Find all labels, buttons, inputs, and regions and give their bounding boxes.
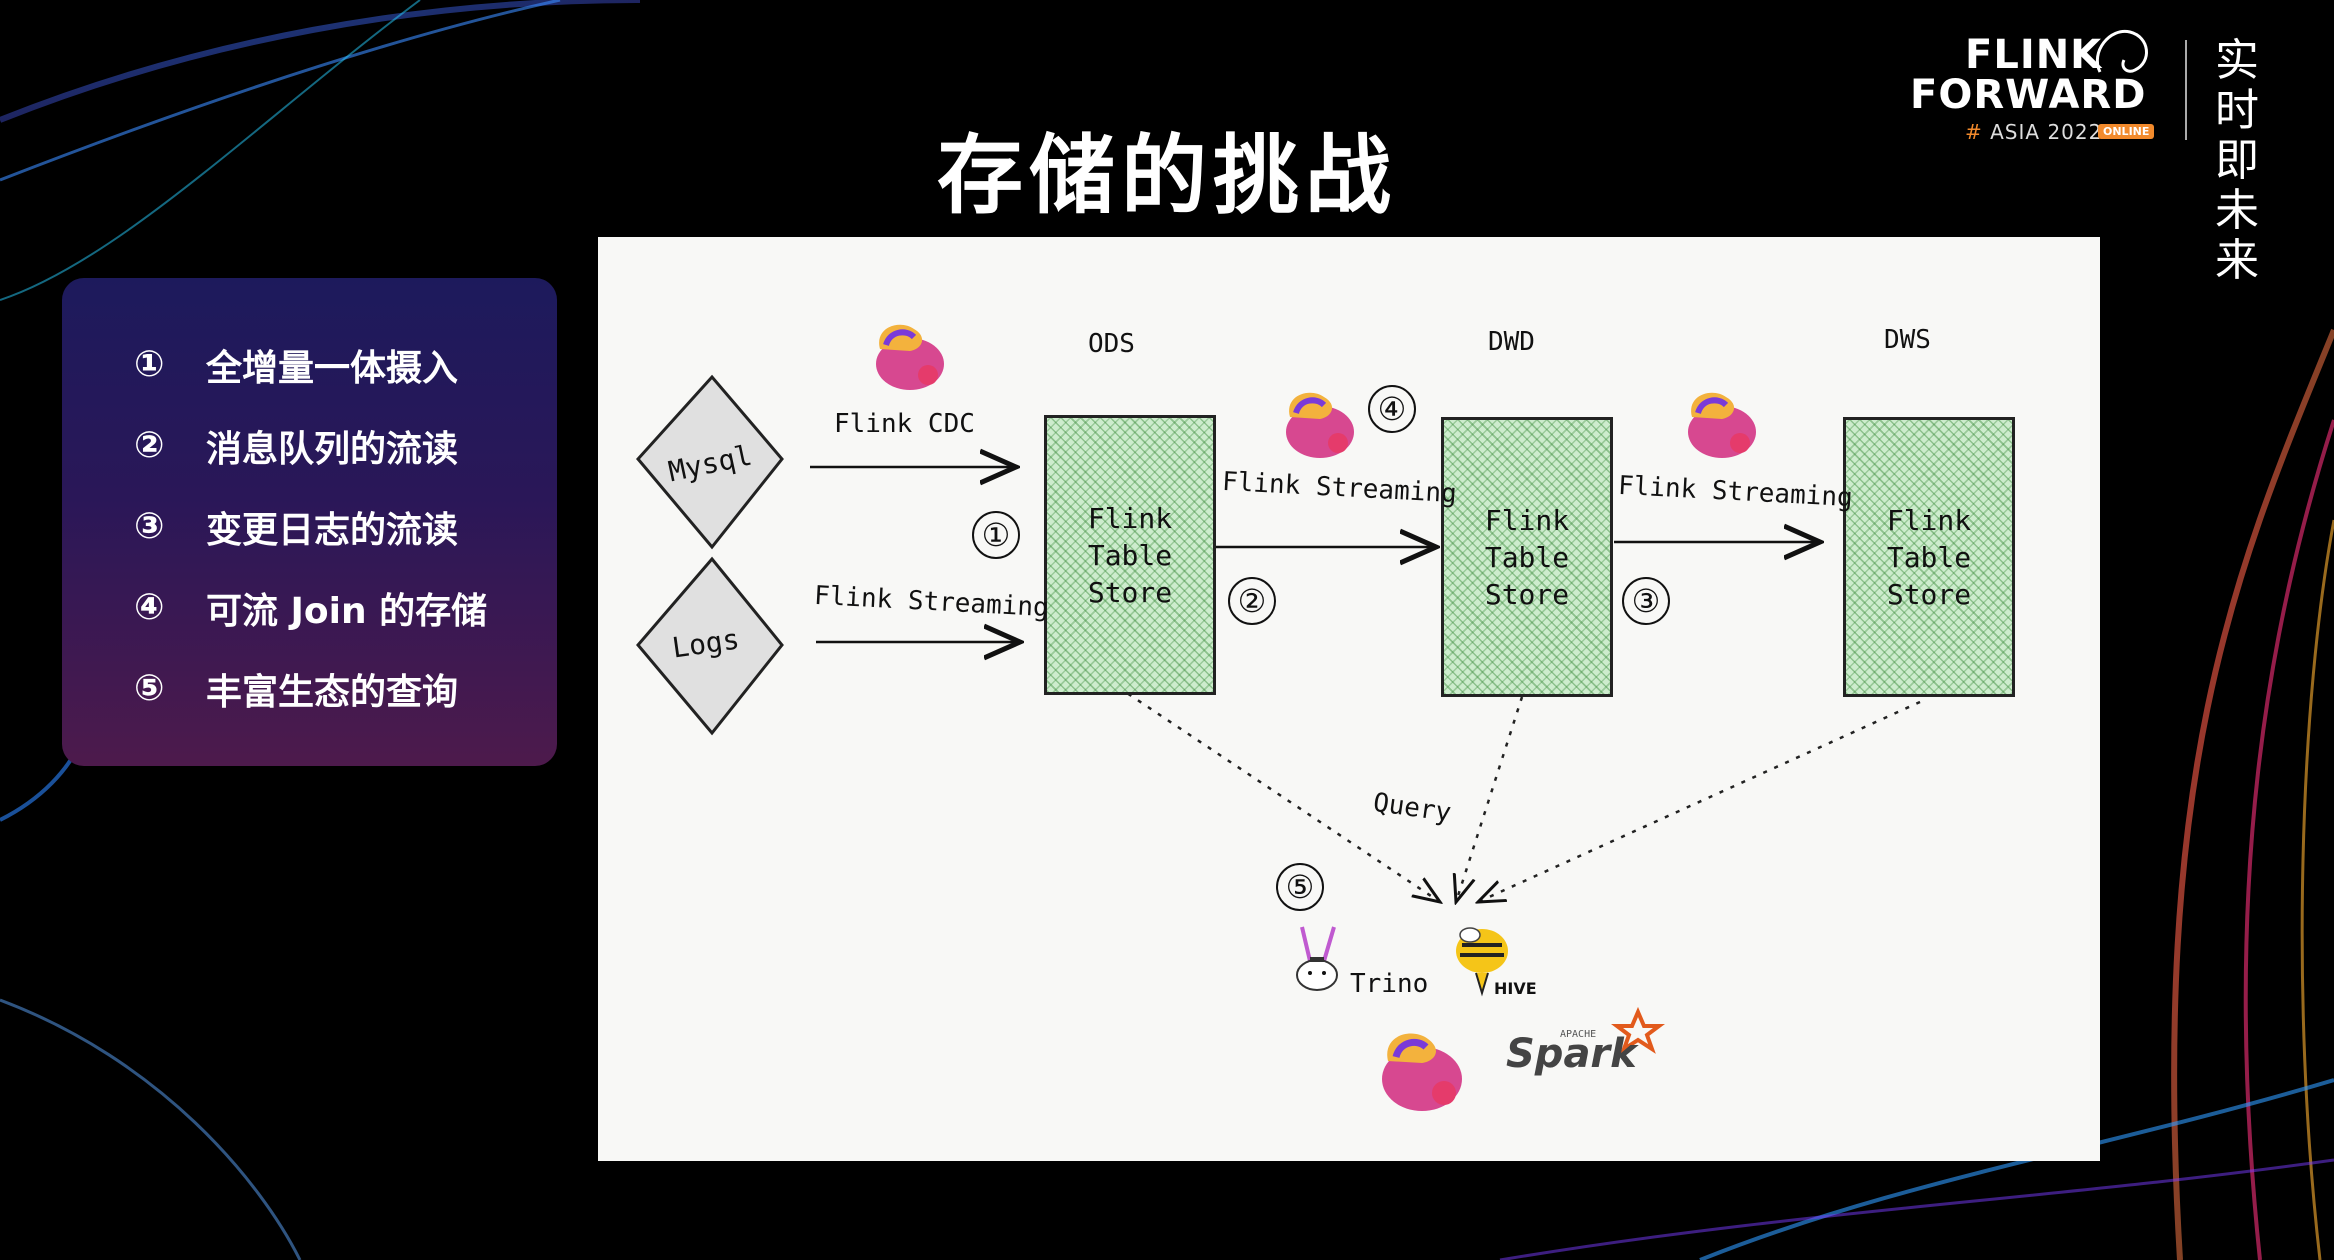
spark-star-icon	[1611, 1006, 1665, 1054]
spark-label: Spark	[1506, 1031, 1637, 1077]
ods-table-store: Flink Table Store	[1044, 415, 1216, 695]
marker-2: ②	[1228, 577, 1276, 625]
marker-4: ④	[1368, 385, 1416, 433]
flink-squirrel-icon	[1286, 392, 1354, 458]
item-label: 变更日志的流读	[206, 509, 459, 551]
item-number: ③	[134, 506, 165, 547]
diagram-lines	[636, 324, 1921, 1111]
edge-label-cdc: Flink CDC	[834, 409, 975, 439]
flink-squirrel-icon	[1382, 1033, 1462, 1111]
ods-query-arrow	[1117, 685, 1440, 902]
logo-event-text: ASIA 2022	[1990, 120, 2103, 144]
item-number: ④	[134, 587, 165, 628]
list-item: ⑤ 丰富生态的查询	[134, 648, 487, 729]
store-line: Table	[1484, 540, 1570, 574]
marker-3: ③	[1622, 577, 1670, 625]
dws-table-store: Flink Table Store	[1843, 417, 2015, 697]
store-line: Store	[1087, 575, 1173, 609]
hive-label: HIVE	[1494, 979, 1537, 998]
trino-label: Trino	[1350, 969, 1429, 999]
dwd-query-arrow	[1456, 696, 1524, 902]
flink-squirrel-icon	[876, 324, 944, 390]
list-item: ④ 可流 Join 的存储	[134, 567, 487, 648]
spark-apache-label: APACHE	[1560, 1029, 1597, 1040]
item-label: 丰富生态的查询	[206, 671, 459, 713]
store-line: Flink	[1484, 503, 1570, 537]
logo-line1: FLINK	[1965, 32, 2103, 78]
item-number: ②	[134, 425, 165, 466]
item-label: 消息队列的流读	[206, 428, 459, 470]
item-number: ①	[134, 344, 165, 385]
store-line: Flink	[1886, 503, 1972, 537]
list-item: ② 消息队列的流读	[134, 405, 487, 486]
item-label: 可流 Join 的存储	[206, 590, 488, 632]
store-line: Table	[1087, 538, 1173, 572]
logo-hash: #	[1965, 120, 1983, 144]
mysql-diamond	[636, 374, 784, 550]
store-line: Table	[1886, 540, 1972, 574]
item-number: ⑤	[134, 668, 165, 709]
store-line: Flink	[1087, 501, 1173, 535]
layer-header-dwd: DWD	[1488, 327, 1535, 357]
list-item: ③ 变更日志的流读	[134, 486, 487, 567]
trino-bunny-icon	[1296, 926, 1338, 991]
store-line: Store	[1484, 577, 1570, 611]
logo-slogan: 实时即未来	[2215, 35, 2260, 286]
slide-title: 存储的挑战	[937, 126, 1397, 226]
flink-forward-logo: FLINK FORWARD # ASIA 2022 ONLINE 实时即未来	[1910, 22, 2259, 286]
marker-1: ①	[972, 511, 1020, 559]
store-line: Store	[1886, 577, 1972, 611]
logo-divider	[2185, 40, 2187, 140]
architecture-diagram: Mysql Logs ODS DWD DWS Flink Table Store…	[598, 237, 2100, 1161]
list-item: ① 全增量一体摄入	[134, 324, 487, 405]
dwd-table-store: Flink Table Store	[1441, 417, 1613, 697]
logo-line2: FORWARD	[1910, 72, 2147, 118]
logo-event: # ASIA 2022	[1965, 120, 2102, 144]
item-label: 全增量一体摄入	[206, 347, 459, 389]
online-badge: ONLINE	[2098, 124, 2155, 139]
flink-squirrel-icon	[1688, 392, 1756, 458]
layer-header-dws: DWS	[1884, 325, 1931, 355]
squirrel-logo-icon	[2095, 29, 2148, 73]
logs-diamond	[636, 556, 784, 736]
dws-query-arrow	[1478, 700, 1921, 902]
layer-header-ods: ODS	[1088, 329, 1135, 359]
marker-5: ⑤	[1276, 863, 1324, 911]
hive-bee-icon	[1456, 927, 1508, 997]
